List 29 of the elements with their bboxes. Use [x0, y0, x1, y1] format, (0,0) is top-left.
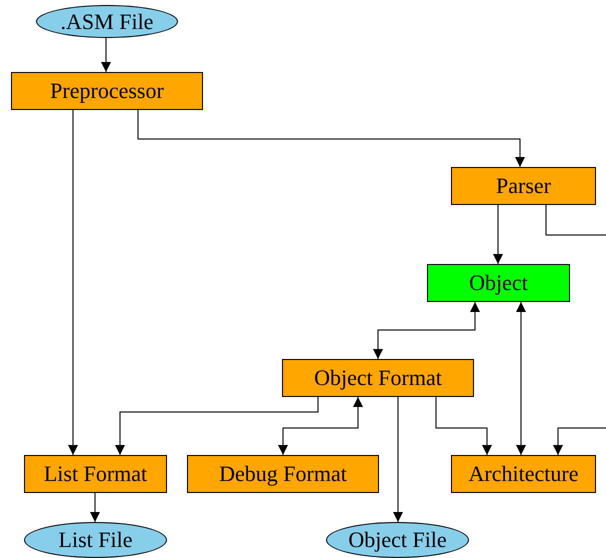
node-label: Object: [469, 270, 528, 296]
node-label: Parser: [496, 173, 551, 199]
connector-arrow: [115, 396, 318, 456]
module-box: [451, 167, 596, 205]
connector-arrow: [68, 110, 78, 456]
connector-arrow: [373, 302, 480, 360]
core-box: [427, 264, 570, 302]
connector-arrow: [90, 492, 100, 522]
connector-arrow: [138, 110, 525, 168]
module-box: [11, 72, 203, 110]
node-label: List Format: [44, 461, 148, 487]
module-box: [24, 455, 167, 493]
node-label: Debug Format: [219, 461, 347, 487]
node-label: List File: [58, 527, 132, 553]
connector-arrow: [393, 396, 403, 522]
node-label: Object File: [348, 527, 447, 553]
connector-arrow: [101, 38, 111, 72]
connector-arrow: [436, 396, 492, 456]
node-label: Preprocessor: [50, 78, 164, 104]
node-label: Object Format: [314, 365, 442, 391]
connector-arrow: [278, 396, 363, 456]
module-box: [282, 359, 474, 397]
node-label: .ASM File: [60, 8, 154, 34]
connector-arrow: [516, 302, 526, 456]
connector-arrow: [493, 204, 503, 264]
module-box: [451, 455, 596, 493]
module-box: [187, 455, 379, 493]
node-label: Architecture: [468, 461, 578, 487]
connector-arrow: [553, 428, 606, 456]
